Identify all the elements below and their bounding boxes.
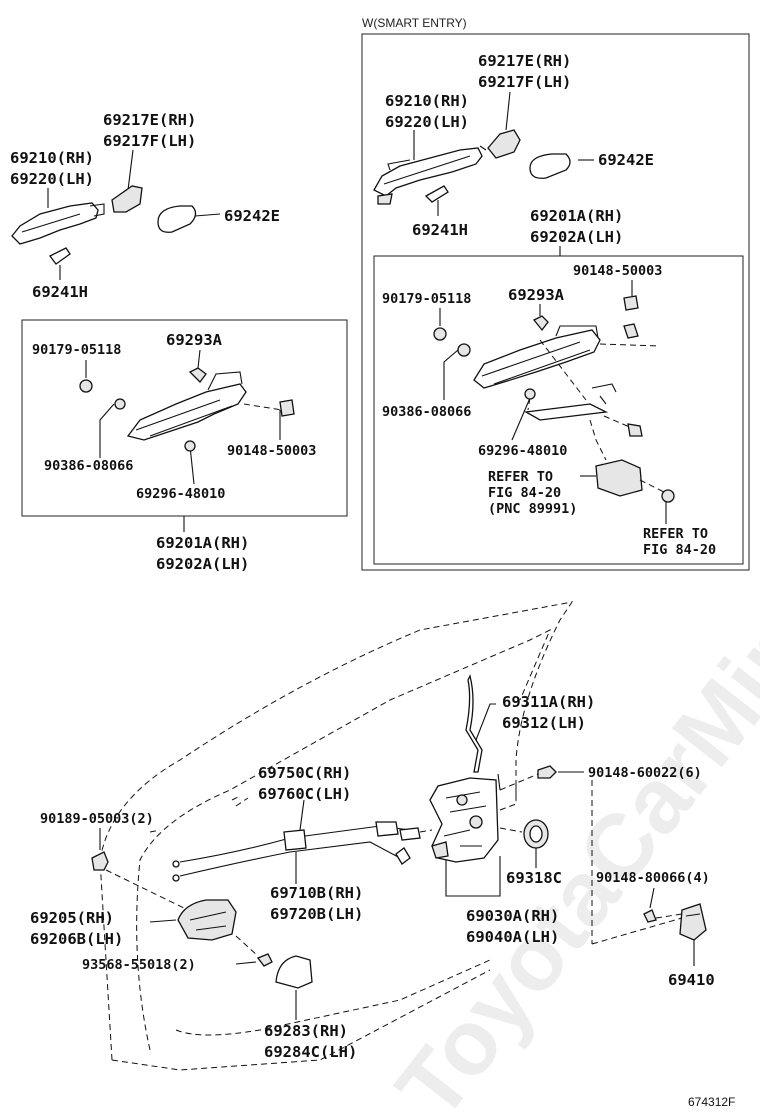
label-se-90386-08066[interactable]: 90386-08066: [382, 404, 471, 420]
label-se-69210-rh[interactable]: 69210(RH): [385, 92, 469, 110]
label-93568-55018[interactable]: 93568-55018(2): [82, 957, 196, 973]
label-69318c[interactable]: 69318C: [506, 869, 562, 887]
se-sensor-part: [595, 459, 643, 497]
smart-entry-frame: [361, 33, 750, 571]
outside-handle-part: [11, 202, 99, 245]
inside-handle-69205-part: [177, 899, 237, 941]
label-69760c-lh[interactable]: 69760C(LH): [258, 785, 351, 803]
label-se-69220-lh[interactable]: 69220(LH): [385, 113, 469, 131]
label-90189-05003[interactable]: 90189-05003(2): [40, 811, 154, 827]
label-69750c-rh[interactable]: 69750C(RH): [258, 764, 351, 782]
left-handle-group: 69217E(RH) 69217F(LH) 69210(RH) 69220(LH…: [10, 111, 348, 573]
pad-69242e-part: [157, 205, 197, 233]
label-69710b-rh[interactable]: 69710B(RH): [270, 884, 363, 902]
label-se-69217e-rh[interactable]: 69217E(RH): [478, 52, 571, 70]
label-69201a-rh[interactable]: 69201A(RH): [156, 534, 249, 552]
label-69312-lh[interactable]: 69312(LH): [502, 714, 586, 732]
striker-69410-part: [679, 903, 707, 941]
label-refer1-a[interactable]: REFER TO: [488, 469, 553, 485]
label-se-69242e[interactable]: 69242E: [598, 151, 654, 169]
smart-entry-title: W(SMART ENTRY): [362, 16, 467, 30]
label-refer1-c[interactable]: (PNC 89991): [488, 501, 577, 517]
label-69241h[interactable]: 69241H: [32, 283, 88, 301]
label-refer2-b[interactable]: FIG 84-20: [643, 542, 716, 558]
label-69202a-lh[interactable]: 69202A(LH): [156, 555, 249, 573]
se-pad-69242e-part: [529, 153, 571, 179]
se-handle-cover-part: [487, 129, 521, 159]
label-69293a[interactable]: 69293A: [166, 331, 223, 349]
label-se-90179-05118[interactable]: 90179-05118: [382, 291, 471, 307]
label-69030a-rh[interactable]: 69030A(RH): [466, 907, 559, 925]
label-refer1-b[interactable]: FIG 84-20: [488, 485, 561, 501]
label-69242e[interactable]: 69242E: [224, 207, 280, 225]
clip-90189-part: [91, 851, 109, 871]
label-90148-50003[interactable]: 90148-50003: [227, 443, 316, 459]
label-se-90148-50003[interactable]: 90148-50003: [573, 263, 662, 279]
label-69283-rh[interactable]: 69283(RH): [264, 1022, 348, 1040]
se-inner-frame: [373, 255, 744, 565]
label-69220-lh[interactable]: 69220(LH): [10, 170, 94, 188]
label-69410[interactable]: 69410: [668, 971, 715, 989]
label-90148-80066[interactable]: 90148-80066(4): [596, 870, 710, 886]
label-se-69202a-lh[interactable]: 69202A(LH): [530, 228, 623, 246]
rod-69311a-part: [465, 674, 483, 773]
label-90179-05118[interactable]: 90179-05118: [32, 342, 121, 358]
label-69205-rh[interactable]: 69205(RH): [30, 909, 114, 927]
label-se-69201a-rh[interactable]: 69201A(RH): [530, 207, 623, 225]
label-refer2-a[interactable]: REFER TO: [643, 526, 708, 542]
door-group: 69311A(RH) 69312(LH) 69750C(RH) 69760C(L…: [30, 601, 715, 1071]
label-se-69217f-lh[interactable]: 69217F(LH): [478, 73, 571, 91]
label-69284c-lh[interactable]: 69284C(LH): [264, 1043, 357, 1061]
label-69210-rh[interactable]: 69210(RH): [10, 149, 94, 167]
label-se-69293a[interactable]: 69293A: [508, 286, 565, 304]
label-69217e-rh[interactable]: 69217E(RH): [103, 111, 196, 129]
door-outline: [99, 601, 574, 1071]
cover-69283-part: [275, 955, 313, 989]
figure-code: 674312F: [688, 1095, 735, 1109]
se-outside-handle-part: [373, 147, 483, 197]
label-90148-60022[interactable]: 90148-60022(6): [588, 765, 702, 781]
label-69217f-lh[interactable]: 69217F(LH): [103, 132, 196, 150]
label-69040a-lh[interactable]: 69040A(LH): [466, 928, 559, 946]
handle-cover-part: [111, 185, 143, 213]
label-69720b-lh[interactable]: 69720B(LH): [270, 905, 363, 923]
label-69311a-rh[interactable]: 69311A(RH): [502, 693, 595, 711]
se-frame-69201a-part: [473, 329, 601, 389]
label-se-69241h[interactable]: 69241H: [412, 221, 468, 239]
label-se-69296-48010[interactable]: 69296-48010: [478, 443, 567, 459]
label-69296-48010[interactable]: 69296-48010: [136, 486, 225, 502]
label-69206b-lh[interactable]: 69206B(LH): [30, 930, 123, 948]
nut-90386-part: [114, 398, 126, 410]
smart-entry-group: W(SMART ENTRY) 69217E(RH) 69217F(LH) 692…: [361, 16, 750, 571]
bolt-90179-part: [79, 379, 93, 393]
label-90386-08066[interactable]: 90386-08066: [44, 458, 133, 474]
lock-assembly-69030a-part: [429, 777, 499, 863]
pad-69241h-part: [49, 247, 71, 265]
